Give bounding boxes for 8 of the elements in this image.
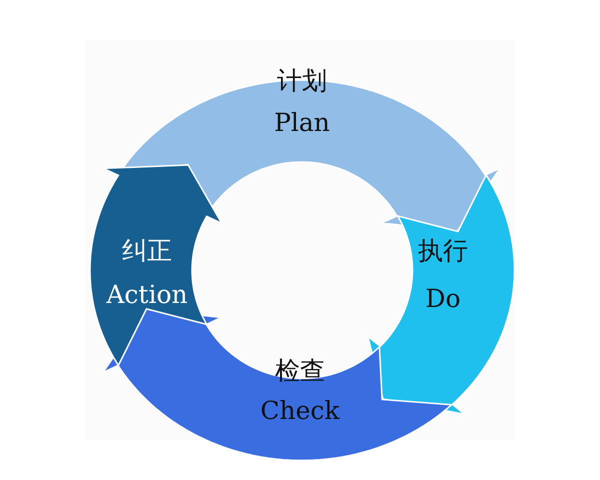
stage-label: Do bbox=[425, 286, 461, 311]
stage-title: 计划 bbox=[276, 68, 327, 93]
stage-title: 执行 bbox=[418, 238, 468, 263]
stage-title: 纠正 bbox=[122, 238, 172, 263]
stage-label: Plan bbox=[274, 110, 330, 135]
stage-label: Action bbox=[106, 282, 188, 307]
stage-label: Check bbox=[260, 398, 340, 423]
stage-title: 检查 bbox=[274, 358, 325, 383]
